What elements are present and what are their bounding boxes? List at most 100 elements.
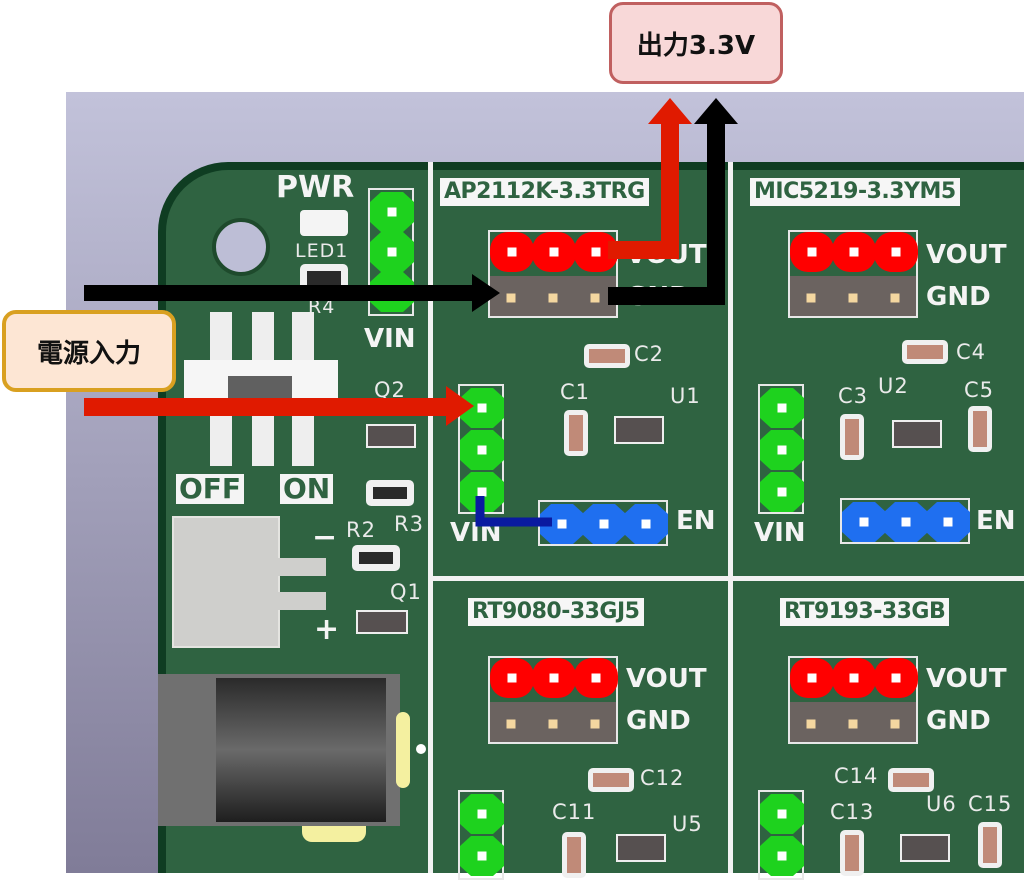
input-callout-text: 電源入力 bbox=[36, 338, 141, 369]
gnd-output-arrow-shaft bbox=[608, 122, 725, 305]
vout-pin[interactable] bbox=[532, 232, 576, 272]
gnd-label: GND bbox=[926, 282, 991, 312]
module-title: AP2112K-3.3TRG bbox=[440, 178, 649, 206]
battery-connector bbox=[172, 516, 280, 648]
vout-label: VOUT bbox=[926, 664, 1007, 694]
gnd-pad bbox=[506, 719, 516, 729]
vout-pin[interactable] bbox=[790, 658, 834, 698]
switch-on-label: ON bbox=[280, 474, 334, 504]
vout-output-arrow-head bbox=[648, 98, 692, 124]
en-jumper-line bbox=[475, 496, 552, 527]
vout-gnd-header bbox=[788, 230, 918, 318]
en-pin[interactable] bbox=[884, 502, 928, 542]
connector-pin bbox=[276, 558, 326, 576]
pwr-vin-header bbox=[368, 188, 414, 316]
c4-label: C4 bbox=[956, 340, 987, 364]
input-callout: 電源入力 bbox=[2, 310, 176, 392]
c2-capacitor bbox=[584, 344, 630, 368]
vout-pin[interactable] bbox=[874, 232, 918, 272]
c3-capacitor bbox=[840, 414, 864, 460]
gnd-pad bbox=[890, 293, 900, 303]
gnd-input-arrow-shaft bbox=[84, 285, 474, 301]
switch-pin bbox=[210, 408, 232, 466]
r3-resistor bbox=[366, 480, 414, 506]
c11-label: C11 bbox=[552, 800, 597, 824]
vout-pin[interactable] bbox=[490, 658, 534, 698]
u1-label: U1 bbox=[670, 384, 701, 408]
vin-pin[interactable] bbox=[460, 388, 504, 428]
vout-pin[interactable] bbox=[832, 232, 876, 272]
en-label: EN bbox=[676, 506, 716, 536]
vin-input-arrow-shaft bbox=[84, 398, 448, 416]
gnd-pad bbox=[890, 719, 900, 729]
vout-pin[interactable] bbox=[574, 658, 618, 698]
c14-label: C14 bbox=[834, 764, 879, 788]
q1-transistor bbox=[356, 610, 408, 634]
c14-capacitor bbox=[888, 768, 934, 792]
vin-pin[interactable] bbox=[760, 430, 804, 470]
u5-regulator bbox=[616, 834, 666, 862]
en-pin[interactable] bbox=[582, 504, 626, 544]
vin-pin[interactable] bbox=[460, 430, 504, 470]
en-pin[interactable] bbox=[842, 502, 886, 542]
switch-off-label: OFF bbox=[176, 474, 245, 504]
c1-label: C1 bbox=[560, 380, 591, 404]
module-separator bbox=[728, 162, 733, 873]
vout-gnd-header bbox=[488, 656, 618, 744]
c3-label: C3 bbox=[838, 384, 869, 408]
vin-pin[interactable] bbox=[760, 836, 804, 876]
gnd-pad bbox=[848, 293, 858, 303]
led1-component bbox=[300, 210, 348, 236]
gnd-pad bbox=[506, 293, 516, 303]
u2-regulator bbox=[892, 420, 942, 448]
vout-pin[interactable] bbox=[532, 658, 576, 698]
module-separator bbox=[430, 576, 1024, 581]
c15-capacitor bbox=[978, 822, 1002, 868]
vin-pin[interactable] bbox=[460, 836, 504, 876]
c5-label: C5 bbox=[964, 378, 995, 402]
switch-pin bbox=[292, 312, 314, 370]
u1-regulator bbox=[614, 416, 664, 444]
pin[interactable] bbox=[370, 192, 414, 232]
vout-pin[interactable] bbox=[490, 232, 534, 272]
u6-regulator bbox=[900, 834, 950, 862]
vout-output-arrow-shaft bbox=[608, 122, 679, 259]
vout-pin[interactable] bbox=[874, 658, 918, 698]
vin-pin[interactable] bbox=[760, 388, 804, 428]
mounting-hole bbox=[212, 218, 270, 276]
connector-pin bbox=[276, 592, 326, 610]
en-label: EN bbox=[976, 506, 1016, 536]
gnd-output-arrow-head bbox=[694, 98, 738, 124]
module-title: RT9193-33GB bbox=[780, 598, 950, 626]
vin-header bbox=[758, 384, 804, 514]
gnd-pad bbox=[548, 293, 558, 303]
en-header bbox=[840, 498, 970, 544]
gnd-input-arrow-head bbox=[472, 274, 500, 312]
c15-label: C15 bbox=[968, 792, 1013, 816]
q1-label: Q1 bbox=[390, 580, 422, 604]
switch-knob[interactable] bbox=[228, 376, 292, 400]
c4-capacitor bbox=[902, 340, 948, 364]
vin-pin[interactable] bbox=[760, 794, 804, 834]
module-title: RT9080-33GJ5 bbox=[468, 598, 644, 626]
vin-pin[interactable] bbox=[760, 472, 804, 512]
u6-label: U6 bbox=[926, 792, 957, 816]
led1-label: LED1 bbox=[295, 240, 349, 262]
minus-label: − bbox=[312, 520, 338, 555]
c2-label: C2 bbox=[634, 342, 665, 366]
en-pin[interactable] bbox=[624, 504, 668, 544]
u2-label: U2 bbox=[878, 374, 909, 398]
vout-label: VOUT bbox=[926, 240, 1007, 270]
en-pin[interactable] bbox=[926, 502, 970, 542]
switch-pin bbox=[210, 312, 232, 370]
vout-label: VOUT bbox=[626, 664, 707, 694]
vout-pin[interactable] bbox=[790, 232, 834, 272]
switch-pin bbox=[252, 312, 274, 370]
vin-pin[interactable] bbox=[460, 794, 504, 834]
output-callout: 出力3.3V bbox=[609, 2, 783, 84]
c13-label: C13 bbox=[830, 800, 875, 824]
vin-input-arrow-head bbox=[446, 386, 474, 426]
pin[interactable] bbox=[370, 232, 414, 272]
vin-label: VIN bbox=[754, 518, 806, 548]
vout-pin[interactable] bbox=[832, 658, 876, 698]
